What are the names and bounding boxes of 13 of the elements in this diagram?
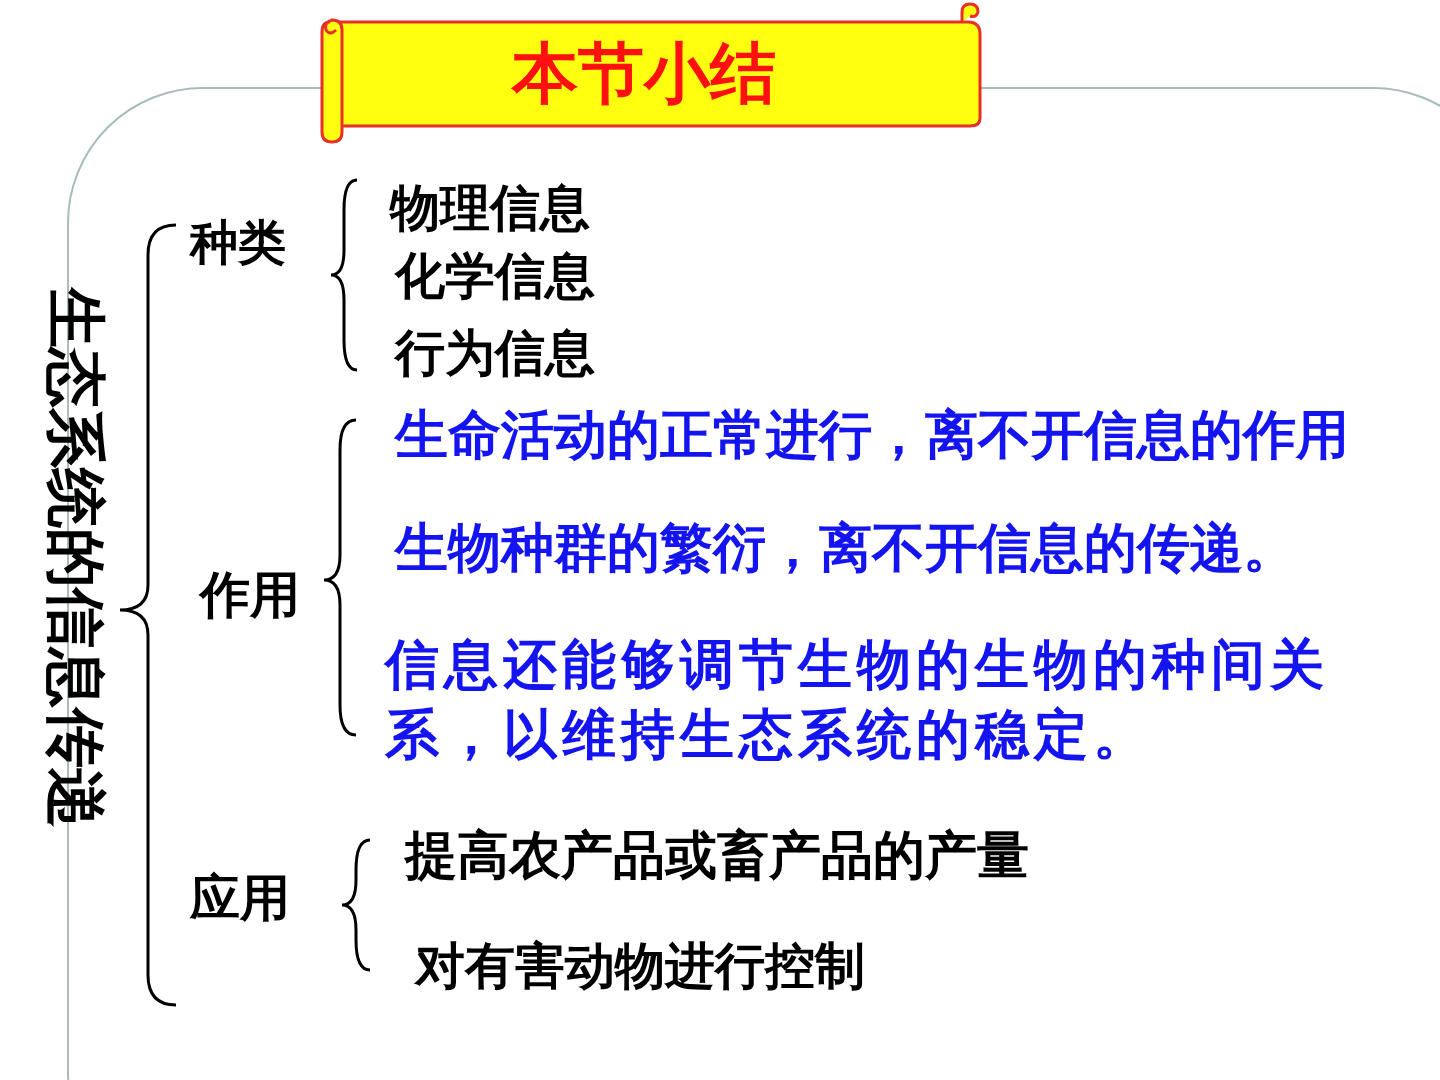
- category-label: 种类: [190, 215, 286, 271]
- heading: 本节小结: [512, 36, 776, 112]
- vertical-heading: 生态系统的信息传递: [46, 288, 106, 828]
- item-text: 生物种群的繁衍，离不开信息的传递。: [395, 518, 1296, 579]
- item-text: 化学信息: [395, 248, 595, 306]
- category-label: 作用: [200, 567, 300, 625]
- category-label: 应用: [190, 870, 290, 928]
- item-text: 行为信息: [395, 325, 595, 383]
- item-text: 生命活动的正常进行，离不开信息的作用: [395, 405, 1349, 466]
- item-text: 对有害动物进行控制: [415, 938, 865, 996]
- item-text: 提高农产品或畜产品的产量: [405, 826, 1029, 886]
- item-text: 物理信息: [390, 180, 590, 238]
- item-text: 信息还能够调节生物的生物的种间关系，以维持生态系统的稳定。: [385, 632, 1330, 769]
